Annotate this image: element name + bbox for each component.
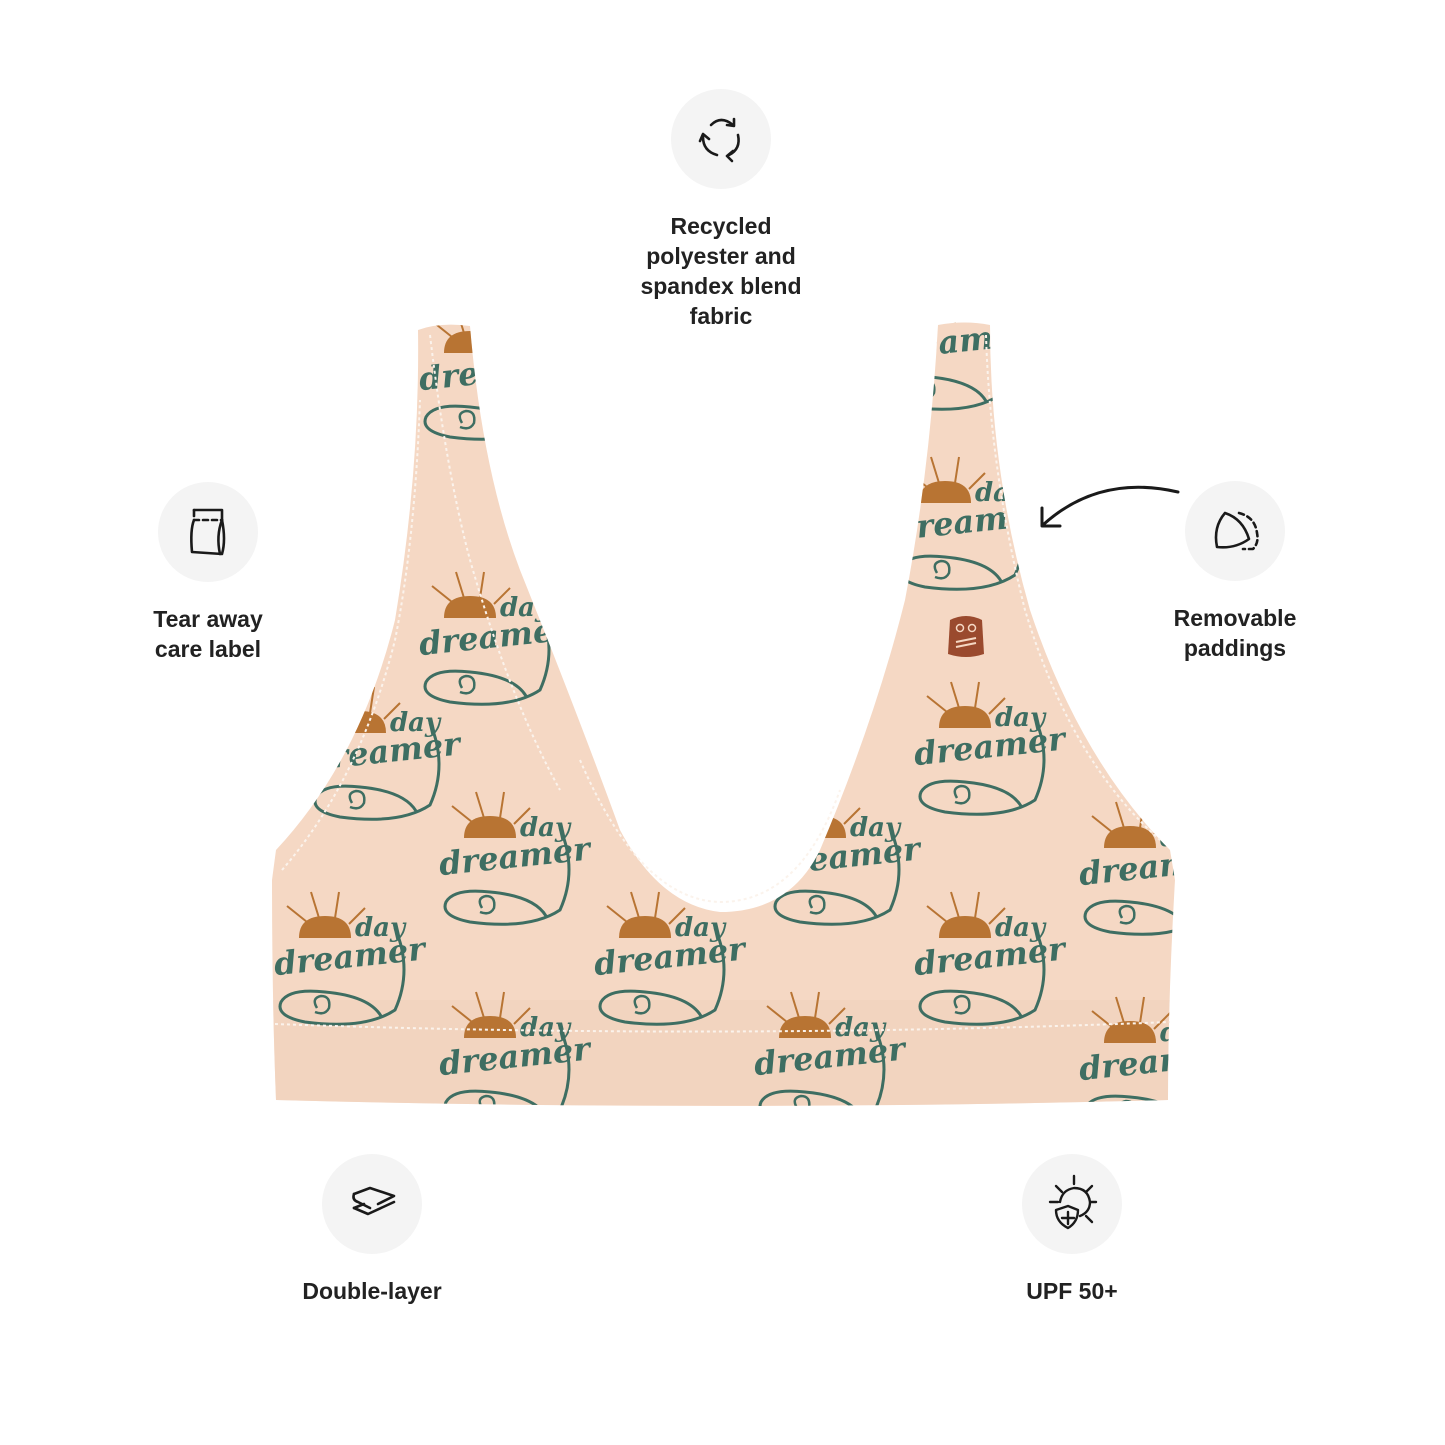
- feature-care-label: Tear away care label: [108, 482, 308, 664]
- icon-circle: [671, 89, 771, 189]
- feature-label: Removable paddings: [1173, 605, 1297, 661]
- icon-circle: [322, 1154, 422, 1254]
- feature-double-layer: Double-layer: [272, 1154, 472, 1306]
- removable-padding-icon: [1214, 511, 1259, 551]
- pointer-arrow-icon: [1040, 485, 1180, 528]
- icon-circle: [1022, 1154, 1122, 1254]
- sun-shield-icon: [1048, 1174, 1098, 1230]
- feature-label: Tear away care label: [153, 606, 263, 662]
- feature-recycled: Recycled polyester and spandex blend fab…: [621, 89, 821, 331]
- icon-circle: [158, 482, 258, 582]
- icon-circle: [1185, 481, 1285, 581]
- recycle-icon: [698, 117, 740, 163]
- feature-label: Double-layer: [302, 1278, 442, 1304]
- double-layer-icon: [352, 1186, 396, 1216]
- feature-upf: UPF 50+: [972, 1154, 1172, 1306]
- feature-label: Recycled polyester and spandex blend fab…: [640, 213, 802, 329]
- tear-away-label-icon: [190, 508, 226, 556]
- feature-label: UPF 50+: [1026, 1278, 1118, 1304]
- feature-paddings: Removable paddings: [1135, 481, 1335, 663]
